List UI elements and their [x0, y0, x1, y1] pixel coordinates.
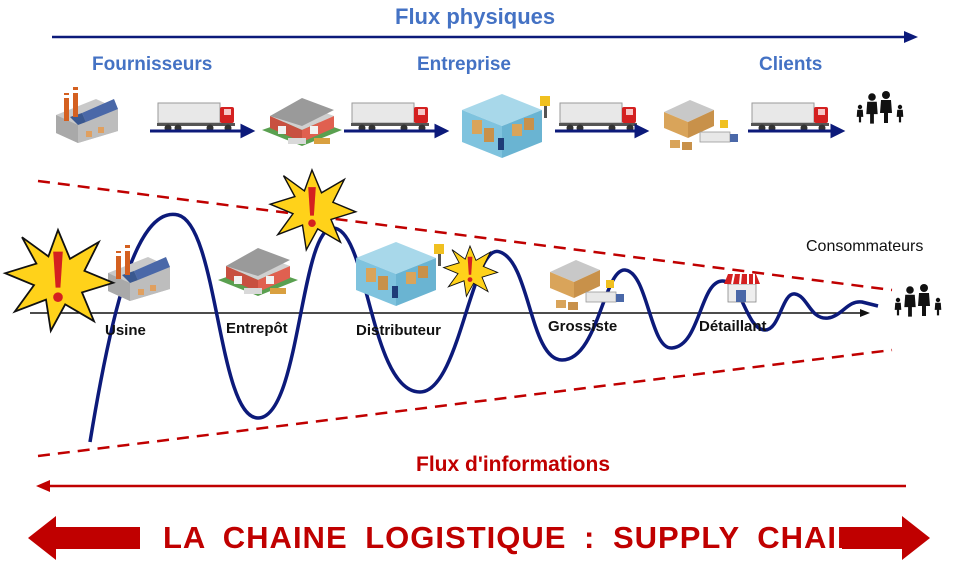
shop-icon — [723, 273, 761, 303]
family-icon — [895, 284, 942, 317]
lower-funnel-line — [37, 348, 893, 458]
warehouse-icon — [218, 248, 298, 296]
node-label-warehouse: Entrepôt — [226, 320, 288, 337]
stage-label-customers: Clients — [759, 54, 823, 75]
loading-dock-icon — [549, 259, 625, 311]
node-label-factory: Usine — [105, 322, 146, 339]
information-flow-arrowhead — [36, 480, 50, 492]
main-title: LA CHAINE LOGISTIQUE : SUPPLY CHAIN — [163, 520, 861, 555]
left-big-arrow — [28, 516, 140, 560]
truck-icon — [558, 102, 638, 132]
truck-icon — [156, 102, 236, 132]
physical-flow-title: Flux physiques — [395, 4, 556, 29]
truck-icon — [350, 102, 430, 132]
node-label-retailer: Détaillant — [699, 318, 767, 335]
alert-burst-icon — [269, 169, 357, 251]
loading-dock-icon — [663, 99, 739, 151]
stage-label-suppliers: Fournisseurs — [92, 54, 213, 75]
factory-icon — [108, 245, 170, 301]
physical-flow-arrowhead — [904, 31, 918, 43]
factory-icon — [56, 87, 118, 143]
information-flow-title: Flux d'informations — [416, 453, 610, 476]
right-big-arrow — [842, 516, 930, 560]
consumers-label: Consommateurs — [806, 238, 924, 255]
alert-burst-icon — [4, 229, 115, 332]
small-flow-arrows — [150, 123, 846, 139]
distribution-center-icon — [356, 242, 444, 306]
warehouse-icon — [262, 98, 342, 146]
stage-label-company: Entreprise — [417, 54, 511, 75]
family-icon — [857, 91, 904, 124]
node-label-wholesaler: Grossiste — [548, 318, 618, 335]
node-label-distributor: Distributeur — [356, 322, 442, 339]
bullwhip-wave — [88, 212, 879, 443]
distribution-center-icon — [462, 94, 550, 158]
truck-icon — [750, 102, 830, 132]
upper-funnel-line — [37, 179, 893, 292]
alert-burst-icon — [443, 245, 499, 297]
chain-axis-arrowhead — [860, 309, 870, 317]
